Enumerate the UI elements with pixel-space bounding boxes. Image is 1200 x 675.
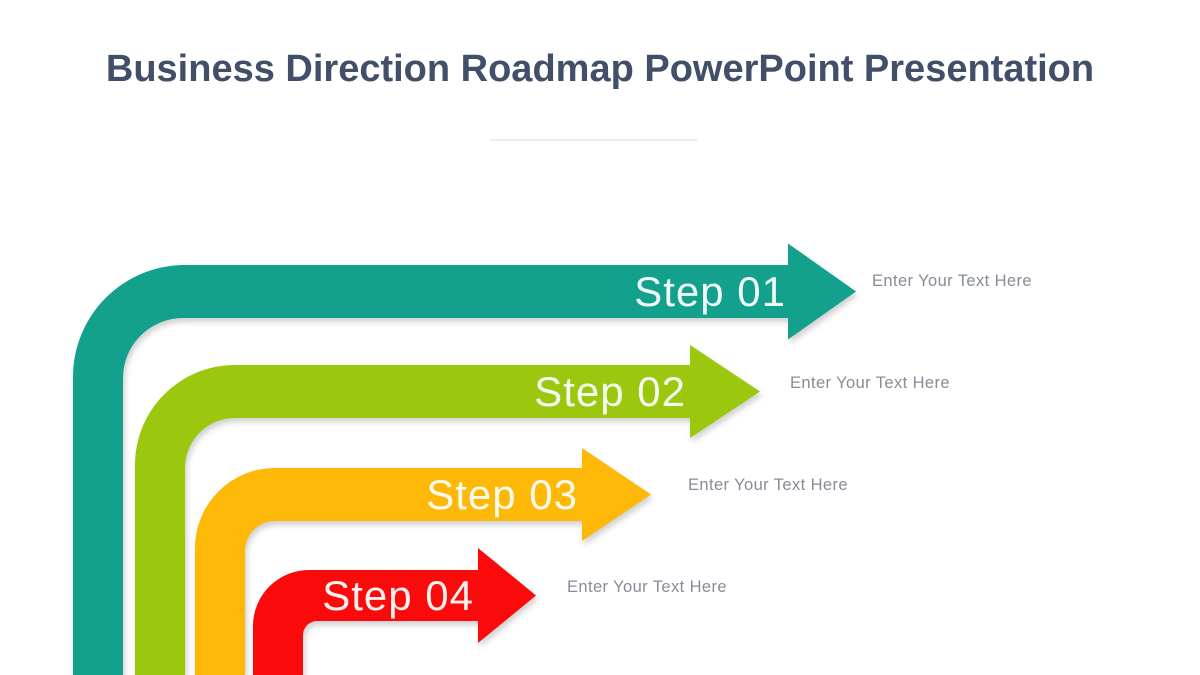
step-2-arrow-shape: [135, 345, 760, 675]
step-2-description: Enter Your Text Here: [790, 374, 950, 392]
step-3-arrow-shape: [195, 448, 651, 675]
slide-title: Business Direction Roadmap PowerPoint Pr…: [105, 48, 1095, 90]
step-2-arrow: Step 02: [135, 345, 760, 675]
step-1-arrow: Step 01: [73, 243, 856, 675]
title-divider: [490, 139, 697, 141]
step-4-label: Step 04: [322, 572, 474, 619]
step-1-label: Step 01: [634, 268, 786, 315]
step-2-label: Step 02: [534, 368, 686, 415]
step-4-arrow: Step 04: [253, 548, 536, 675]
step-1-description: Enter Your Text Here: [872, 272, 1032, 290]
step-3-arrow: Step 03: [195, 448, 651, 675]
step-4-arrow-shape: [253, 548, 536, 675]
step-3-label: Step 03: [426, 471, 578, 518]
step-1-arrow-shape: [73, 243, 856, 675]
step-4-description: Enter Your Text Here: [567, 578, 727, 596]
step-3-description: Enter Your Text Here: [688, 476, 848, 494]
